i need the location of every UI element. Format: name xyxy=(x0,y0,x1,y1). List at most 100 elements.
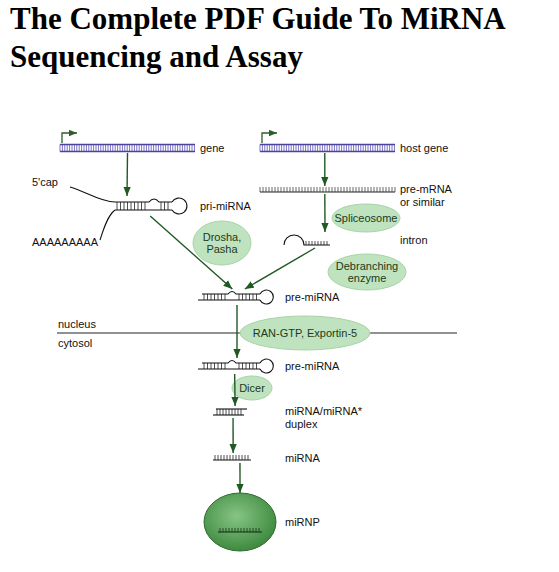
base-pair-tick xyxy=(347,187,348,192)
base-pair-tick xyxy=(302,187,303,192)
node-text-area: Spliceosome xyxy=(332,204,400,232)
base-pair-tick xyxy=(344,187,345,192)
base-pair-tick xyxy=(341,187,342,192)
base-pair-tick xyxy=(353,187,354,192)
strand-path xyxy=(172,198,187,214)
base-pair-tick xyxy=(290,187,291,192)
base-pair-tick xyxy=(93,145,94,152)
node-text-area: intron xyxy=(400,234,510,247)
shape-group xyxy=(60,145,195,152)
base-pair-tick xyxy=(242,294,243,300)
base-pair-tick xyxy=(281,187,282,192)
base-pair-tick xyxy=(207,294,208,300)
node-shape xyxy=(204,493,276,551)
shape-group xyxy=(332,204,400,232)
flow-arrow xyxy=(324,194,326,232)
node-text-area: miRNA/miRNA* duplex xyxy=(285,405,367,431)
node-text-area: Debranching enzyme xyxy=(328,254,406,290)
base-pair-tick xyxy=(344,145,345,152)
base-pair-tick xyxy=(124,145,125,152)
base-pair-tick xyxy=(236,455,237,460)
base-pair-tick xyxy=(389,145,390,152)
base-pair-tick xyxy=(221,294,222,300)
strand-path xyxy=(100,210,115,240)
shape-group xyxy=(198,290,273,304)
base-pair-tick xyxy=(74,145,75,152)
base-pair-tick xyxy=(117,202,118,210)
base-pair-tick xyxy=(175,145,176,152)
base-pair-tick xyxy=(389,187,390,192)
base-pair-tick xyxy=(287,187,288,192)
base-pair-tick xyxy=(230,455,231,460)
shape-group xyxy=(260,145,395,152)
base-pair-tick xyxy=(141,202,142,210)
base-pair-tick xyxy=(249,363,250,369)
strand-path xyxy=(198,368,260,369)
promoter-arrow xyxy=(262,133,277,143)
base-pair-tick xyxy=(241,528,242,532)
base-pair-tick xyxy=(115,145,116,152)
base-pair-tick xyxy=(286,145,287,152)
base-pair-tick xyxy=(246,294,247,300)
base-pair-tick xyxy=(182,145,183,152)
base-pair-tick xyxy=(245,455,246,460)
base-pair-tick xyxy=(156,145,157,152)
base-pair-tick xyxy=(138,202,139,210)
base-pair-tick xyxy=(365,145,366,152)
shape-group xyxy=(213,409,247,415)
base-pair-tick xyxy=(358,145,359,152)
base-pair-tick xyxy=(148,145,149,152)
base-pair-tick xyxy=(239,363,240,369)
flow-arrow xyxy=(239,463,240,493)
base-pair-tick xyxy=(239,294,240,300)
base-pair-tick xyxy=(263,187,264,192)
strand-line xyxy=(60,144,195,145)
strand-path xyxy=(260,290,273,304)
base-pair-tick xyxy=(324,241,325,245)
base-pair-tick xyxy=(217,409,218,415)
shape-group xyxy=(193,221,251,265)
node-text-area: pri-miRNA xyxy=(200,200,310,213)
base-pair-tick xyxy=(353,145,354,152)
base-pair-tick xyxy=(296,145,297,152)
base-pair-tick xyxy=(117,145,118,152)
base-pair-tick xyxy=(153,145,154,152)
base-pair-tick xyxy=(276,145,277,152)
base-pair-tick xyxy=(395,187,396,192)
base-pair-tick xyxy=(232,528,233,532)
base-pair-tick xyxy=(225,294,226,300)
base-pair-tick xyxy=(321,241,322,245)
base-pair-tick xyxy=(336,145,337,152)
base-pair-tick xyxy=(274,145,275,152)
base-pair-tick xyxy=(247,528,248,532)
enzyme-ellipse-shape xyxy=(232,376,272,400)
flow-arrow xyxy=(245,248,315,289)
shape-group xyxy=(284,235,330,245)
base-pair-tick xyxy=(184,145,185,152)
base-pair-tick xyxy=(246,363,247,369)
base-pair-tick xyxy=(371,187,372,192)
molecule-label: pre-miRNA xyxy=(285,360,395,373)
base-pair-tick xyxy=(211,363,212,369)
flow-arrow xyxy=(324,153,325,186)
base-pair-tick xyxy=(291,145,292,152)
base-pair-tick xyxy=(227,455,228,460)
base-pair-tick xyxy=(96,145,97,152)
base-pair-tick xyxy=(124,202,125,210)
base-pair-tick xyxy=(110,145,111,152)
base-pair-tick xyxy=(129,145,130,152)
base-pair-tick xyxy=(356,145,357,152)
enzyme-ellipse-shape xyxy=(332,204,400,232)
base-pair-tick xyxy=(168,202,169,210)
base-pair-tick xyxy=(305,187,306,192)
node-shape xyxy=(260,186,395,194)
base-pair-tick xyxy=(158,145,159,152)
base-pair-tick xyxy=(226,409,227,415)
base-pair-tick xyxy=(194,145,195,152)
base-pair-tick xyxy=(267,145,268,152)
flow-arrow xyxy=(126,153,128,196)
base-pair-tick xyxy=(356,187,357,192)
base-pair-tick xyxy=(218,455,219,460)
strand-path xyxy=(213,459,251,460)
base-pair-tick xyxy=(214,294,215,300)
